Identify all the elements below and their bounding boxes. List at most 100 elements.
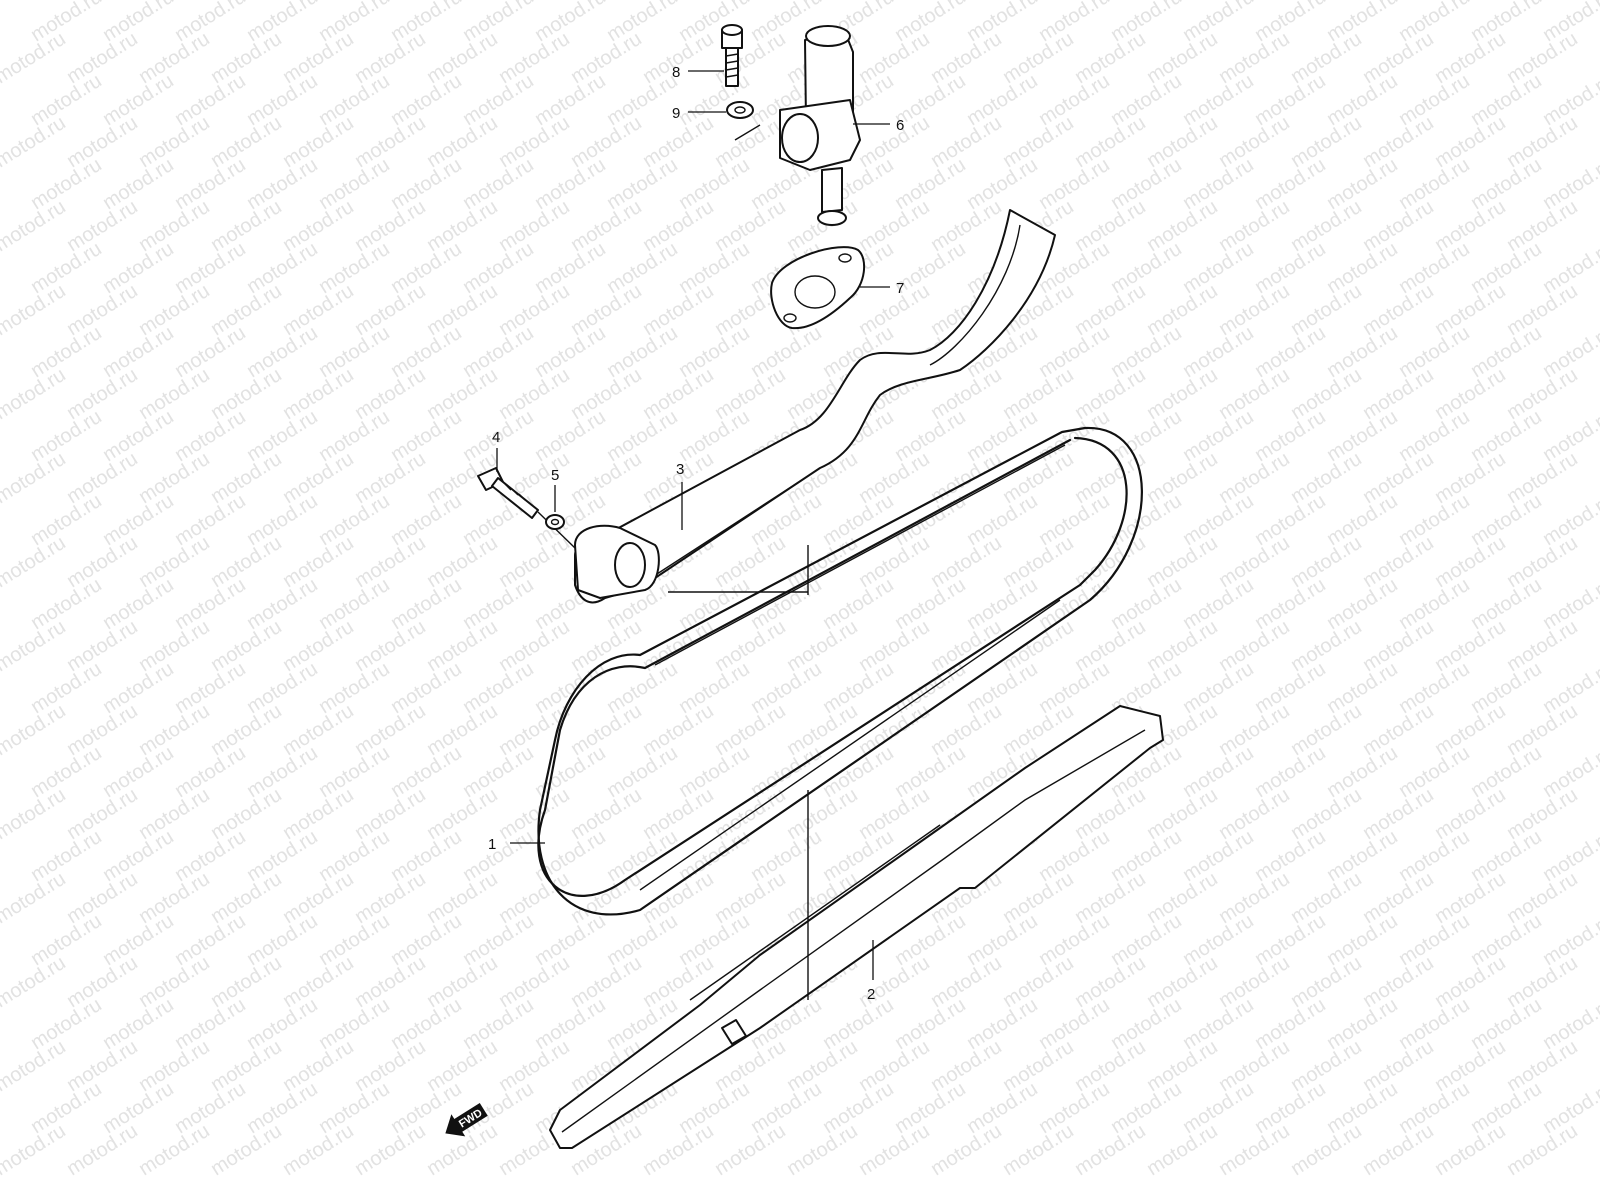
watermark-text: motod.ru: [963, 1078, 1042, 1138]
watermark-text: motod.ru: [1395, 826, 1474, 886]
watermark-text: motod.ru: [747, 826, 826, 886]
watermark-text: motod.ru: [1395, 1078, 1474, 1138]
watermark-text: motod.ru: [1431, 532, 1510, 592]
watermark-text: motod.ru: [423, 616, 502, 676]
watermark-text: motod.ru: [279, 448, 358, 508]
watermark-text: motod.ru: [1323, 826, 1402, 886]
watermark-text: motod.ru: [63, 364, 142, 424]
watermark-text: motod.ru: [639, 700, 718, 760]
watermark-text: motod.ru: [1359, 364, 1438, 424]
watermark-text: motod.ru: [99, 70, 178, 130]
watermark-text: motod.ru: [1503, 532, 1582, 592]
watermark-text: motod.ru: [135, 280, 214, 340]
watermark-text: motod.ru: [675, 238, 754, 298]
watermark-text: motod.ru: [1395, 406, 1474, 466]
watermark-text: motod.ru: [1251, 490, 1330, 550]
watermark-text: motod.ru: [135, 448, 214, 508]
watermark-text: motod.ru: [567, 28, 646, 88]
watermark-text: motod.ru: [99, 658, 178, 718]
watermark-text: motod.ru: [27, 826, 106, 886]
watermark-text: motod.ru: [63, 28, 142, 88]
watermark-text: motod.ru: [387, 490, 466, 550]
watermark-text: motod.ru: [891, 742, 970, 802]
watermark-text: motod.ru: [387, 994, 466, 1054]
watermark-text: motod.ru: [1251, 826, 1330, 886]
watermark-text: motod.ru: [1503, 28, 1582, 88]
watermark-text: motod.ru: [1215, 616, 1294, 676]
watermark-text: motod.ru: [531, 994, 610, 1054]
watermark-text: motod.ru: [1359, 616, 1438, 676]
watermark-text: motod.ru: [459, 826, 538, 886]
watermark-text: motod.ru: [783, 1120, 862, 1180]
watermark-text: motod.ru: [855, 532, 934, 592]
watermark-text: motod.ru: [351, 616, 430, 676]
watermark-text: motod.ru: [1359, 784, 1438, 844]
watermark-text: motod.ru: [315, 994, 394, 1054]
watermark-text: motod.ru: [999, 532, 1078, 592]
watermark-text: motod.ru: [1251, 742, 1330, 802]
watermark-text: motod.ru: [1323, 994, 1402, 1054]
watermark-text: motod.ru: [963, 574, 1042, 634]
watermark-text: motod.ru: [279, 700, 358, 760]
watermark-text: motod.ru: [1431, 112, 1510, 172]
watermark-text: motod.ru: [963, 910, 1042, 970]
watermark-text: motod.ru: [459, 574, 538, 634]
watermark-text: motod.ru: [351, 364, 430, 424]
watermark-text: motod.ru: [1467, 826, 1546, 886]
watermark-text: motod.ru: [1179, 154, 1258, 214]
watermark-text: motod.ru: [1143, 196, 1222, 256]
watermark-text: motod.ru: [1035, 406, 1114, 466]
watermark-text: motod.ru: [1143, 112, 1222, 172]
watermark-text: motod.ru: [1215, 196, 1294, 256]
watermark-text: motod.ru: [243, 994, 322, 1054]
watermark-text: motod.ru: [1035, 1078, 1114, 1138]
watermark-text: motod.ru: [27, 658, 106, 718]
watermark-text: motod.ru: [63, 532, 142, 592]
watermark-text: motod.ru: [531, 70, 610, 130]
watermark-text: motod.ru: [1143, 1120, 1222, 1180]
watermark-text: motod.ru: [351, 112, 430, 172]
watermark-text: motod.ru: [1215, 700, 1294, 760]
watermark-text: motod.ru: [1143, 532, 1222, 592]
watermark-text: motod.ru: [1107, 910, 1186, 970]
watermark-text: motod.ru: [711, 196, 790, 256]
watermark-text: motod.ru: [1251, 70, 1330, 130]
watermark-text: motod.ru: [711, 868, 790, 928]
watermark-text: motod.ru: [1035, 322, 1114, 382]
watermark-text: motod.ru: [171, 70, 250, 130]
watermark-text: motod.ru: [1287, 1036, 1366, 1096]
watermark-text: motod.ru: [1107, 1078, 1186, 1138]
watermark-text: motod.ru: [171, 826, 250, 886]
watermark-text: motod.ru: [135, 868, 214, 928]
watermark-text: motod.ru: [1179, 406, 1258, 466]
watermark-text: motod.ru: [243, 658, 322, 718]
watermark-text: motod.ru: [855, 196, 934, 256]
watermark-text: motod.ru: [207, 700, 286, 760]
watermark-text: motod.ru: [1467, 238, 1546, 298]
watermark-text: motod.ru: [927, 28, 1006, 88]
watermark-text: motod.ru: [63, 952, 142, 1012]
watermark-text: motod.ru: [459, 70, 538, 130]
callout-leaders: [496, 70, 890, 980]
watermark-text: motod.ru: [1431, 448, 1510, 508]
watermark-text: motod.ru: [1071, 28, 1150, 88]
watermark-text: motod.ru: [387, 406, 466, 466]
watermark-text: motod.ru: [1431, 196, 1510, 256]
callout-1: 1: [488, 836, 496, 853]
watermark-text: motod.ru: [1503, 700, 1582, 760]
watermark-text: motod.ru: [603, 910, 682, 970]
callout-6: 6: [896, 117, 904, 134]
watermark-text: motod.ru: [315, 238, 394, 298]
watermark-text: motod.ru: [459, 1078, 538, 1138]
watermark-text: motod.ru: [819, 994, 898, 1054]
watermark-text: motod.ru: [171, 658, 250, 718]
watermark-text: motod.ru: [963, 406, 1042, 466]
watermark-text: motod.ru: [963, 658, 1042, 718]
cam-chain-part-1: [537, 426, 1143, 916]
watermark-text: motod.ru: [279, 280, 358, 340]
watermark-text: motod.ru: [1431, 1036, 1510, 1096]
watermark-text: motod.ru: [495, 784, 574, 844]
watermark-text: motod.ru: [315, 70, 394, 130]
watermark-text: motod.ru: [999, 868, 1078, 928]
